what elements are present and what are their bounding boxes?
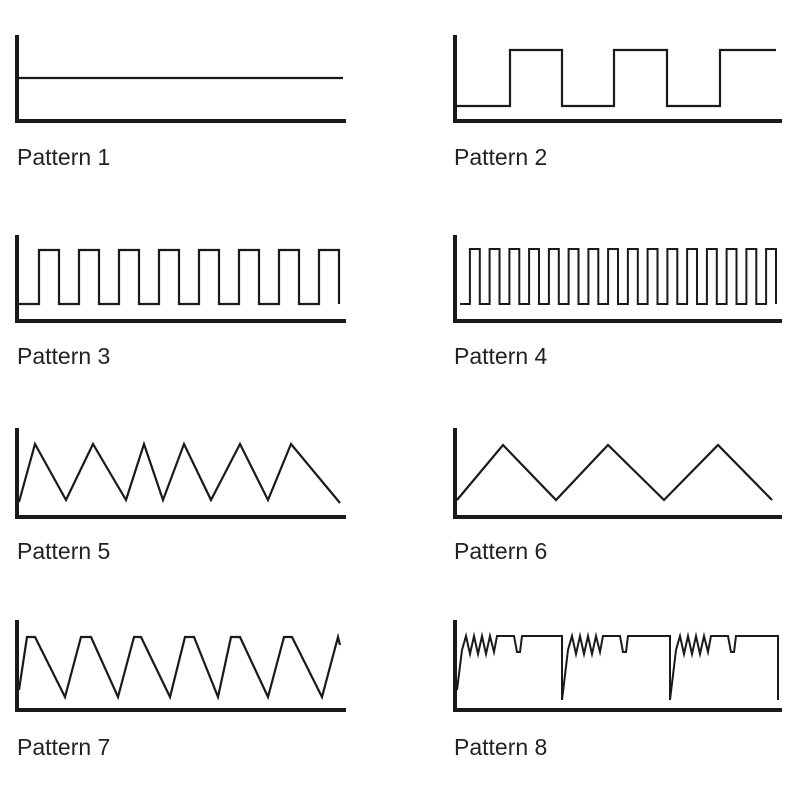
pattern-6-waveform <box>456 443 773 502</box>
pattern-5-label: Pattern 5 <box>17 538 111 564</box>
pattern-3-waveform <box>19 248 341 306</box>
pattern-4-label: Pattern 4 <box>454 343 548 369</box>
pattern-3-panel <box>15 235 346 323</box>
pattern-5-waveform <box>17 440 341 504</box>
pattern-2-axes <box>453 35 782 123</box>
pattern-5-axes <box>15 428 346 519</box>
pattern-7-label: Pattern 7 <box>17 734 111 760</box>
pattern-1-panel <box>15 35 346 123</box>
pattern-2-panel <box>453 35 782 123</box>
pattern-2-waveform <box>457 48 776 108</box>
pattern-7-panel <box>15 620 346 712</box>
pattern-4-panel <box>453 235 782 323</box>
pattern-4-axes <box>453 235 782 323</box>
pattern-8-axes <box>453 620 782 712</box>
pattern-6-panel <box>453 428 782 519</box>
pattern-6-label: Pattern 6 <box>454 538 548 564</box>
pattern-8-panel <box>453 620 782 712</box>
pattern-3-axes <box>15 235 346 323</box>
pattern-7-axes <box>15 620 346 712</box>
pattern-8-waveform <box>456 631 779 701</box>
pattern-6-axes <box>453 428 782 519</box>
pattern-8-label: Pattern 8 <box>454 734 548 760</box>
pattern-5-panel <box>15 428 346 519</box>
pattern-7-waveform <box>17 632 342 701</box>
pattern-1-label: Pattern 1 <box>17 144 111 170</box>
pattern-1-axes <box>15 35 346 123</box>
pattern-2-label: Pattern 2 <box>454 144 548 170</box>
pattern-4-waveform <box>460 248 777 305</box>
pattern-3-label: Pattern 3 <box>17 343 111 369</box>
